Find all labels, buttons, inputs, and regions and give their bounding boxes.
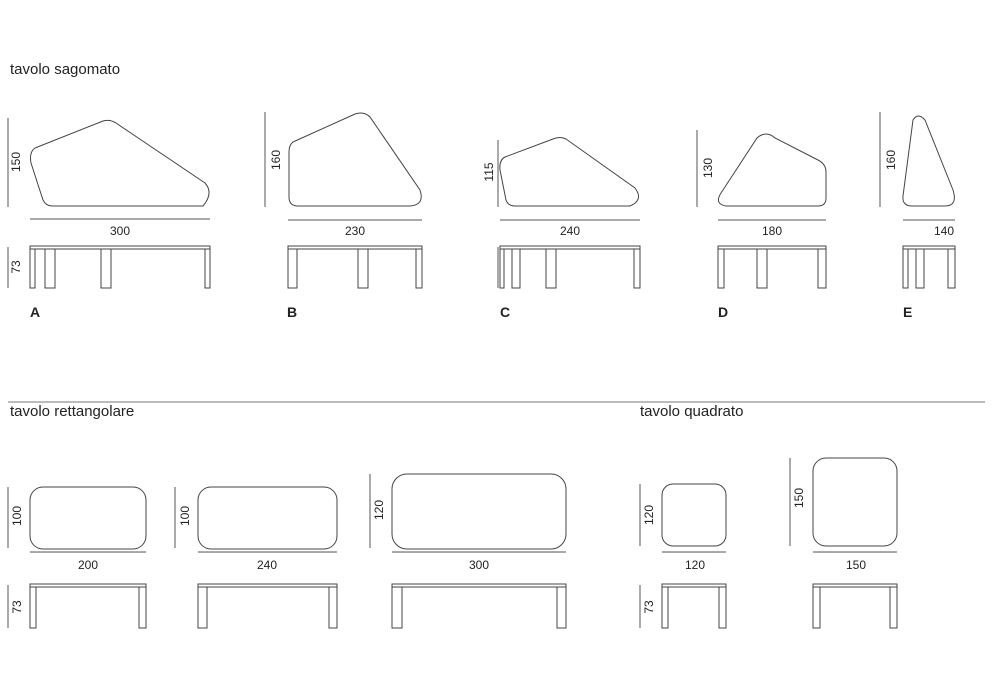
shaped-table-b: 160 230 B bbox=[264, 112, 423, 320]
table-letter: C bbox=[500, 304, 510, 320]
table-letter: A bbox=[30, 304, 40, 320]
depth-label: 150 bbox=[792, 488, 806, 508]
rectangular-table-2: 100 240 bbox=[174, 486, 338, 629]
tabletop-side bbox=[29, 245, 211, 250]
tabletop-plan bbox=[661, 483, 727, 547]
height-label: 73 bbox=[9, 260, 23, 274]
depth-label: 120 bbox=[642, 505, 656, 525]
shaped-table-d: 130 180 D bbox=[696, 130, 827, 320]
tabletop-plan bbox=[902, 115, 955, 207]
tabletop-plan bbox=[812, 457, 898, 547]
tabletop-plan bbox=[288, 112, 422, 207]
width-label: 120 bbox=[685, 558, 705, 572]
depth-label: 130 bbox=[701, 158, 715, 178]
depth-label: 100 bbox=[178, 506, 192, 526]
rectangular-table-3: 120 300 bbox=[369, 473, 567, 629]
depth-label: 115 bbox=[482, 162, 496, 181]
depth-label: 100 bbox=[10, 506, 24, 526]
tabletop-plan bbox=[391, 473, 567, 550]
width-label: 140 bbox=[934, 224, 954, 238]
width-label: 300 bbox=[110, 224, 130, 238]
tabletop-plan bbox=[29, 486, 147, 550]
depth-label: 120 bbox=[372, 500, 386, 520]
table-letter: D bbox=[718, 304, 728, 320]
height-label: 73 bbox=[642, 600, 656, 614]
table-letter: E bbox=[903, 304, 912, 320]
shaped-table-e: 160 140 E bbox=[879, 112, 956, 320]
tabletop-plan bbox=[197, 486, 338, 550]
width-label: 240 bbox=[560, 224, 580, 238]
section-title-square: tavolo quadrato bbox=[640, 403, 743, 420]
width-label: 300 bbox=[469, 558, 489, 572]
width-label: 180 bbox=[762, 224, 782, 238]
rectangular-table-1: 100 200 73 bbox=[7, 486, 147, 629]
tabletop-plan bbox=[30, 119, 210, 207]
square-table-1: 120 120 73 bbox=[639, 483, 727, 629]
square-table-2: 150 150 bbox=[789, 457, 898, 629]
table-letter: B bbox=[287, 304, 297, 320]
width-label: 230 bbox=[345, 224, 365, 238]
depth-label: 160 bbox=[269, 150, 283, 170]
tabletop-plan bbox=[499, 137, 640, 207]
section-title-shaped: tavolo sagomato bbox=[10, 61, 120, 78]
shaped-table-c: 115 240 C bbox=[482, 137, 641, 320]
depth-label: 160 bbox=[884, 150, 898, 170]
height-label: 73 bbox=[10, 600, 24, 614]
tabletop-plan bbox=[717, 133, 827, 207]
depth-label: 150 bbox=[9, 152, 23, 172]
width-label: 240 bbox=[257, 558, 277, 572]
width-label: 150 bbox=[846, 558, 866, 572]
shaped-table-a: 150 300 73 A bbox=[7, 118, 211, 320]
width-label: 200 bbox=[78, 558, 98, 572]
section-title-rectangular: tavolo rettangolare bbox=[10, 403, 134, 420]
